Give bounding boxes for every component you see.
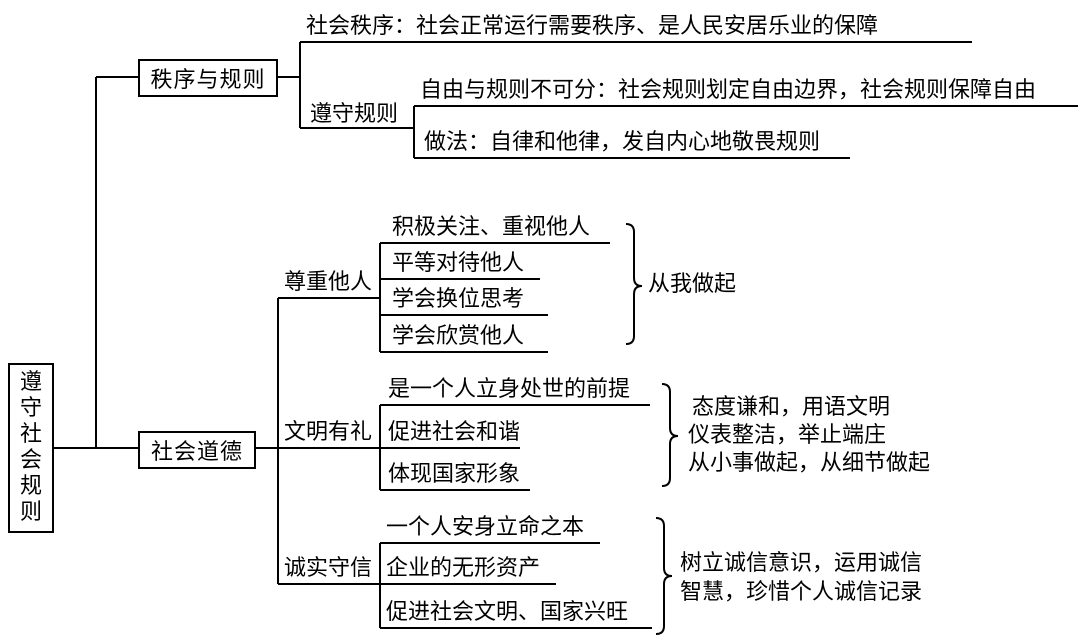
root-char: 规	[19, 474, 42, 499]
civility-item: 促进社会和谐	[388, 420, 521, 445]
root-char: 社	[19, 422, 42, 447]
honesty-summary-line: 智慧，珍惜个人诚信记录	[680, 580, 923, 605]
civility-summary-line: 仪表整洁，举止端庄	[688, 423, 887, 448]
respect-item: 学会换位思考	[392, 287, 525, 312]
honesty-label: 诚实守信	[284, 556, 373, 581]
obey-rules-item: 做法：自律和他律，发自内心地敬畏规则	[424, 130, 821, 155]
root-char: 会	[19, 448, 42, 473]
root-node: 遵 守 社 会 规 则	[8, 363, 54, 533]
respect-item: 积极关注、重视他人	[392, 215, 591, 240]
honesty-item: 促进社会文明、国家兴旺	[386, 600, 629, 625]
root-char: 遵	[19, 370, 42, 395]
social-order-text: 社会秩序：社会正常运行需要秩序、是人民安居乐业的保障	[306, 14, 879, 39]
honesty-item: 一个人安身立命之本	[386, 515, 585, 540]
root-char: 守	[19, 396, 42, 421]
respect-summary: 从我做起	[648, 272, 737, 297]
branch-morality-node: 社会道德	[138, 431, 256, 469]
honesty-item: 企业的无形资产	[386, 556, 541, 581]
civility-label: 文明有礼	[284, 420, 373, 445]
root-char: 则	[19, 500, 42, 525]
respect-label: 尊重他人	[284, 270, 373, 295]
honesty-summary-line: 树立诚信意识，运用诚信	[680, 551, 923, 576]
respect-item: 平等对待他人	[392, 251, 525, 276]
obey-rules-label: 遵守规则	[310, 102, 399, 127]
civility-summary-line: 从小事做起，从细节做起	[688, 451, 931, 476]
civility-summary-line: 态度谦和，用语文明	[692, 395, 891, 420]
obey-rules-item: 自由与规则不可分：社会规则划定自由边界，社会规则保障自由	[420, 78, 1037, 103]
civility-item: 体现国家形象	[388, 462, 521, 487]
respect-item: 学会欣赏他人	[392, 324, 525, 349]
branch-order-node: 秩序与规则	[138, 59, 278, 97]
civility-item: 是一个人立身处世的前提	[388, 377, 631, 402]
